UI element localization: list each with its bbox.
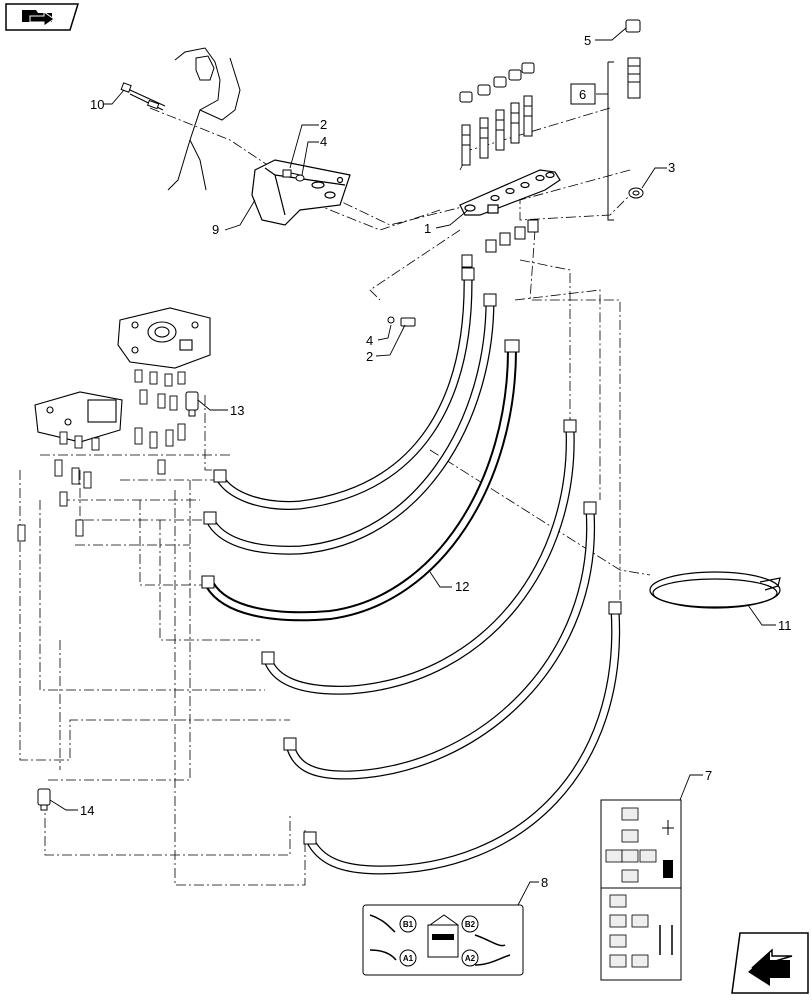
callout-4-mid: 4: [366, 333, 373, 348]
frame-outline: [167, 47, 241, 191]
callout-8: 8: [541, 875, 548, 890]
callout-9: 9: [212, 222, 219, 237]
callout-2-mid: 2: [366, 349, 373, 364]
hose-outlines: [205, 270, 621, 875]
callout-11: 11: [778, 618, 792, 633]
callout-2-top: 2: [320, 117, 327, 132]
decal-7[interactable]: [600, 799, 682, 981]
plate-fittings[interactable]: [461, 219, 539, 268]
callout-3: 3: [668, 160, 675, 175]
strap-11[interactable]: [649, 571, 781, 609]
callout-13: 13: [230, 403, 244, 418]
decal-8[interactable]: B1 A1 B2 A2: [362, 904, 524, 976]
callout-14: 14: [80, 803, 94, 818]
decal8-a2: A2: [465, 954, 476, 963]
callout-5: 5: [584, 33, 591, 48]
decal8-a1: A1: [403, 954, 414, 963]
callout-10: 10: [90, 97, 104, 112]
decal8-b2: B2: [465, 920, 476, 929]
hose-end-fittings: [201, 267, 622, 845]
callout-1: 1: [424, 221, 431, 236]
screw-2-washer-4-top[interactable]: [282, 169, 305, 182]
screw-2-washer-4-mid[interactable]: [387, 316, 416, 327]
decal8-b1: B1: [403, 920, 414, 929]
callout-7: 7: [705, 768, 712, 783]
hose-12[interactable]: [205, 339, 520, 622]
coupler-set[interactable]: [459, 62, 535, 166]
valve-fittings[interactable]: [17, 369, 186, 542]
book-arrow-icon[interactable]: [5, 3, 80, 31]
coupler-5[interactable]: [625, 19, 641, 99]
valve-block-lower[interactable]: [34, 391, 123, 443]
nut-3[interactable]: [628, 187, 644, 199]
kit-6-bracket: [607, 61, 614, 221]
bolt-10[interactable]: [120, 82, 166, 111]
valve-block-upper[interactable]: [117, 307, 211, 369]
callout-4-top: 4: [320, 134, 327, 149]
next-page-arrow-icon[interactable]: [731, 932, 809, 994]
hose-fills: [206, 271, 619, 874]
callout-6-box: [570, 83, 596, 105]
callout-12: 12: [455, 579, 469, 594]
leader-lines: [49, 27, 776, 906]
switch-13[interactable]: [185, 391, 199, 417]
callout-6: 6: [579, 87, 586, 102]
switch-14[interactable]: [37, 788, 51, 811]
plate-1[interactable]: [459, 169, 561, 216]
bracket-9[interactable]: [251, 159, 351, 226]
